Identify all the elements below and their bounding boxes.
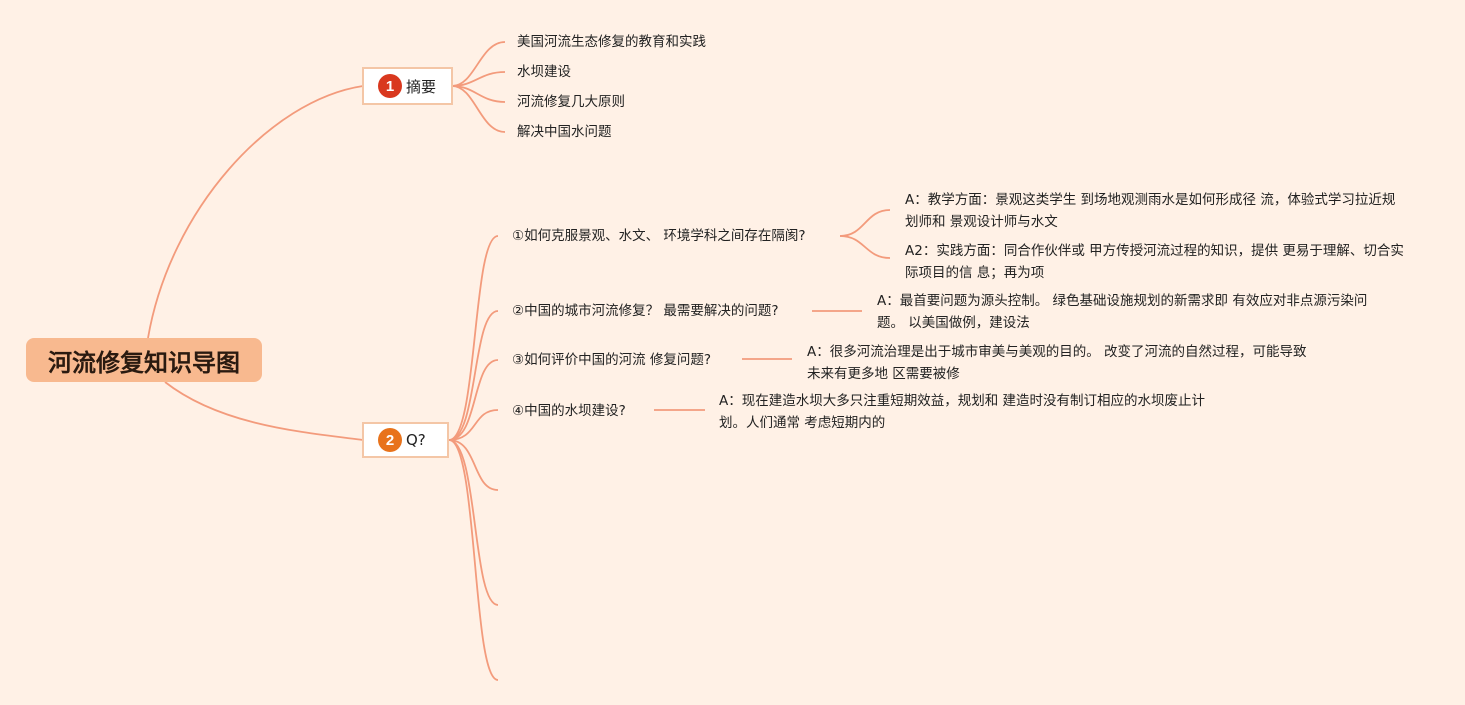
branch-questions[interactable]: 2 Q?: [362, 422, 449, 458]
priority-2-icon: 2: [378, 428, 402, 452]
link-a-1a: [839, 209, 891, 237]
link-q-4: [448, 409, 499, 441]
link-q-6: [448, 439, 499, 606]
summary-item[interactable]: 解决中国水问题: [517, 124, 612, 140]
answer-1b[interactable]: A2：实践方面：同合作伙伴或 甲方传授河流过程的知识，提供 更易于理解、切合实际…: [905, 243, 1404, 281]
answer-3[interactable]: A：很多河流治理是出于城市审美与美观的目的。 改变了河流的自然过程，可能导致未来…: [807, 344, 1307, 382]
link-a-1b: [839, 235, 891, 259]
question-1[interactable]: ①如何克服景观、水文、 环境学科之间存在隔阂?: [512, 228, 806, 244]
summary-item[interactable]: 河流修复几大原则: [517, 94, 625, 110]
link-q-2: [448, 310, 499, 441]
link-root-summary: [147, 85, 364, 339]
link-root-q: [164, 381, 364, 441]
answer-2[interactable]: A：最首要问题为源头控制。 绿色基础设施规划的新需求即 有效应对非点源污染问题。…: [877, 293, 1368, 331]
link-q-5: [448, 439, 499, 491]
link-q-7: [448, 439, 499, 681]
root-node[interactable]: 河流修复知识导图: [26, 338, 262, 382]
question-2[interactable]: ②中国的城市河流修复？ 最需要解决的问题?: [512, 303, 779, 319]
answer-1a[interactable]: A：教学方面：景观这类学生 到场地观测雨水是如何形成径 流，体验式学习拉近规划师…: [905, 192, 1396, 230]
branch-questions-label: Q?: [406, 431, 426, 449]
link-summary-4: [451, 85, 506, 133]
branch-summary-label: 摘要: [406, 77, 437, 96]
branch-summary[interactable]: 1 摘要: [362, 67, 453, 105]
link-q-3: [448, 359, 499, 441]
summary-item[interactable]: 水坝建设: [517, 64, 571, 80]
link-q-1: [448, 235, 499, 441]
summary-item[interactable]: 美国河流生态修复的教育和实践: [517, 34, 706, 50]
priority-1-icon: 1: [378, 74, 402, 98]
question-4[interactable]: ④中国的水坝建设?: [512, 403, 626, 419]
question-3[interactable]: ③如何评价中国的河流 修复问题?: [512, 352, 712, 368]
answer-4[interactable]: A：现在建造水坝大多只注重短期效益，规划和 建造时没有制订相应的水坝废止计划。人…: [719, 393, 1206, 431]
